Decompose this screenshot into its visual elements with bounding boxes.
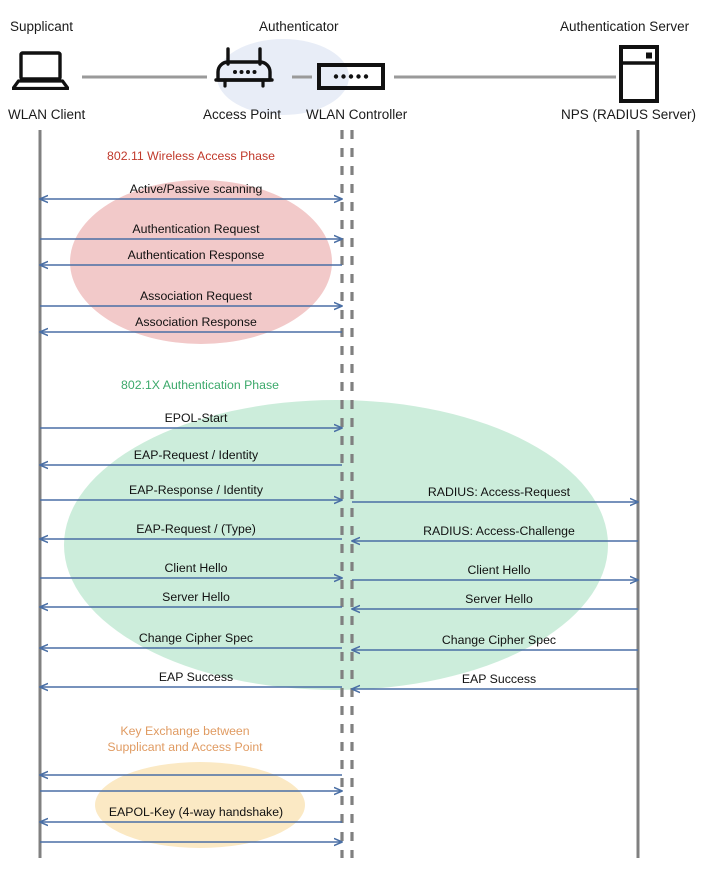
node-device-nps-radius: NPS (RADIUS Server) — [561, 107, 697, 122]
message-label-right-4: Change Cipher Spec — [441, 633, 557, 647]
node-device-access-point: Access Point — [203, 107, 282, 122]
message-label-left-11: Change Cipher Spec — [138, 631, 254, 645]
node-device-wlan-controller: WLAN Controller — [306, 107, 408, 122]
message-label-right-5: EAP Success — [461, 672, 537, 686]
access-point-icon — [214, 47, 274, 95]
message-label-left-9: Client Hello — [164, 561, 228, 575]
server-icon — [619, 45, 659, 108]
phase-label-dot1x-auth: 802.1X Authentication Phase — [121, 377, 279, 393]
phase-ellipse-dot1x-auth — [64, 400, 608, 690]
message-label-left-6: EAP-Request / Identity — [133, 448, 259, 462]
message-label-left-7: EAP-Response / Identity — [129, 483, 263, 497]
message-label-left-2: Authentication Response — [127, 248, 265, 262]
message-label-left-0: Active/Passive scanning — [129, 182, 263, 196]
message-label-left-10: Server Hello — [162, 590, 230, 604]
message-label-left-4: Association Response — [135, 315, 257, 329]
message-label-left-5: EPOL-Start — [164, 411, 228, 425]
node-role-authenticator: Authenticator — [259, 19, 339, 34]
message-label-left-8: EAP-Request / (Type) — [136, 522, 256, 536]
phase-label-line: Key Exchange between — [120, 724, 250, 738]
phase-label-line: 802.11 Wireless Access Phase — [107, 149, 275, 163]
phase-ellipse-wireless-access — [70, 180, 332, 344]
message-label-right-3: Server Hello — [465, 592, 533, 606]
laptop-icon — [11, 50, 70, 95]
message-label-right-0: RADIUS: Access-Request — [427, 485, 571, 499]
node-device-wlan-client: WLAN Client — [8, 107, 86, 122]
message-label-left-3: Association Request — [139, 289, 253, 303]
phase-label-wireless-access: 802.11 Wireless Access Phase — [107, 148, 275, 164]
message-label-right-1: RADIUS: Access-Challenge — [423, 524, 575, 538]
message-label-left-15: EAPOL-Key (4-way handshake) — [108, 805, 284, 819]
node-role-supplicant: Supplicant — [10, 19, 74, 34]
wlan-controller-icon — [317, 63, 385, 95]
phase-label-line: Supplicant and Access Point — [107, 740, 263, 755]
phase-ellipse-key-exchange — [95, 762, 305, 848]
authenticator-group-blob — [217, 39, 349, 115]
message-label-left-12: EAP Success — [158, 670, 234, 684]
node-role-auth-server: Authentication Server — [560, 19, 690, 34]
phase-label-key-exchange: Key Exchange between Supplicant and Acce… — [107, 723, 262, 755]
message-label-left-1: Authentication Request — [132, 222, 260, 236]
message-label-right-2: Client Hello — [467, 563, 531, 577]
message-arrows — [40, 199, 638, 842]
phase-label-line: 802.1X Authentication Phase — [121, 378, 279, 392]
